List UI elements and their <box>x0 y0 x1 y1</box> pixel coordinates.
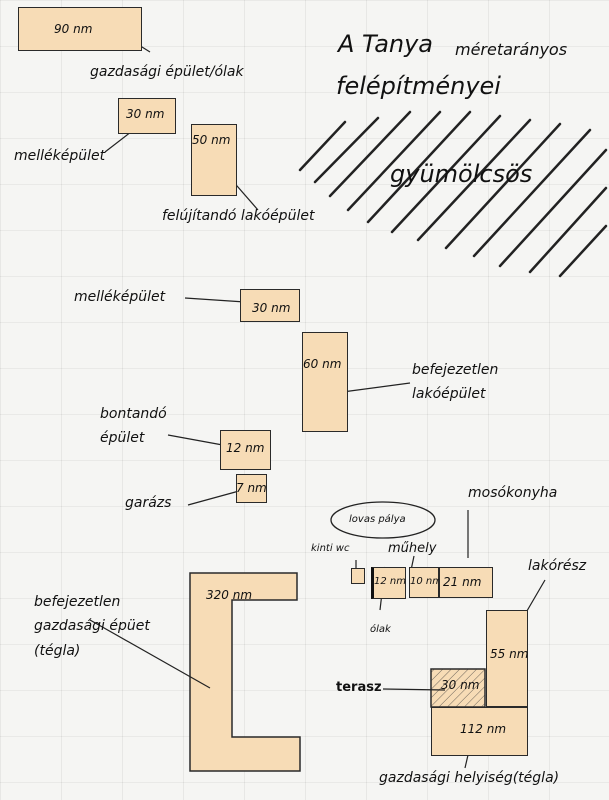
terasz-hatch <box>431 669 485 707</box>
building-bontando <box>220 430 271 470</box>
building-befejezetlen-lako-label1: befejezetlen <box>412 362 499 378</box>
building-kinti-wc-label: kinti wc <box>311 543 350 554</box>
building-320-label1: befejezetlen <box>34 594 121 610</box>
building-felujitando-label: felújítandó lakóépület <box>162 208 315 224</box>
building-gazdasagi-olak-size: 90 nm <box>54 22 93 36</box>
building-olak-size: 12 nm <box>374 576 406 587</box>
building-felujitando <box>191 124 237 196</box>
building-olak-label: ólak <box>370 624 391 635</box>
building-lakoresz-label: lakórész <box>528 558 587 574</box>
building-mellek-mid-label: melléképület <box>74 289 166 305</box>
building-felujitando-size: 50 nm <box>192 133 231 147</box>
title-main: A Tanya <box>338 30 434 58</box>
building-terasz-size: 30 nm <box>441 678 480 692</box>
building-mosokonyha-size: 21 nm <box>443 575 482 589</box>
building-bontando-label2: épület <box>100 430 145 446</box>
building-befejezetlen-lako-size: 60 nm <box>303 357 342 371</box>
building-befejezetlen-lako-label2: lakóépület <box>412 386 486 402</box>
building-mellek-mid-size: 30 nm <box>252 301 291 315</box>
building-muhely-label: műhely <box>388 541 437 556</box>
orchard-label: gyümölcsös <box>390 160 533 188</box>
building-lakoresz <box>486 610 528 707</box>
building-mosokonyha-label: mosókonyha <box>468 485 558 501</box>
building-mellek-top-label: melléképület <box>14 148 106 164</box>
title-scale: méretarányos <box>455 40 568 59</box>
building-muhely <box>409 567 439 598</box>
building-gazdasagi-olak <box>18 7 142 51</box>
building-320-shape <box>189 572 301 772</box>
lovas-palya-label: lovas pálya <box>349 514 406 525</box>
building-muhely-size: 10 nm <box>410 576 442 587</box>
building-bontando-label1: bontandó <box>100 406 167 422</box>
building-gazdasagi-olak-label: gazdasági épület/ólak <box>90 64 244 80</box>
building-garazs-size: 7 nm <box>236 481 267 495</box>
building-olak <box>371 567 406 599</box>
building-gazdasagi-helyiseg <box>431 707 528 756</box>
orchard-hatching <box>298 110 608 278</box>
building-lakoresz-size: 55 nm <box>490 647 529 661</box>
building-gazdasagi-helyiseg-label: gazdasági helyiség(tégla) <box>379 770 560 786</box>
building-mellek-mid <box>240 289 300 322</box>
building-befejezetlen-lako <box>302 332 348 432</box>
building-terasz-label: terasz <box>336 680 382 695</box>
building-garazs-label: garázs <box>125 495 172 511</box>
building-mosokonyha <box>439 567 493 598</box>
building-320-size: 320 nm <box>206 588 253 602</box>
title-line2: felépítményei <box>336 72 501 100</box>
building-mellek-top-size: 30 nm <box>126 107 165 121</box>
lovas-palya-ellipse <box>330 501 436 539</box>
building-bontando-size: 12 nm <box>226 441 265 455</box>
building-320-label3: (tégla) <box>34 643 81 659</box>
building-kinti-wc <box>351 568 365 584</box>
building-mellek-top <box>118 98 176 134</box>
building-gazdasagi-helyiseg-size: 112 nm <box>460 722 507 736</box>
building-320-label2: gazdasági épüet <box>34 618 150 634</box>
building-garazs <box>236 474 267 503</box>
